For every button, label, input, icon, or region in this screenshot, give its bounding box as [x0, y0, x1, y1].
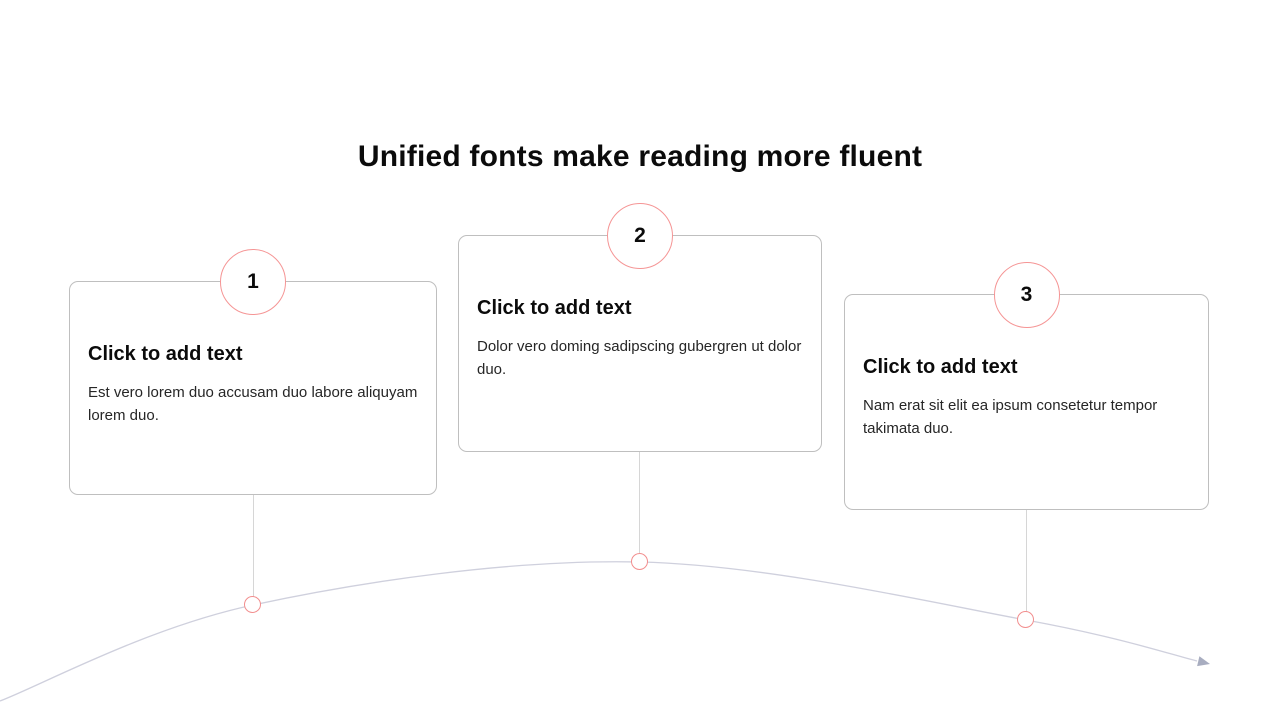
timeline-arc-path: [0, 561, 1198, 702]
step-heading-1[interactable]: Click to add text: [88, 343, 243, 365]
step-card-3[interactable]: 3 Click to add text Nam erat sit elit ea…: [844, 262, 1209, 510]
timeline-node-1: [244, 596, 261, 613]
arrowhead-icon: [1197, 656, 1210, 667]
step-number-3: 3: [1020, 283, 1033, 306]
step-body-2[interactable]: Dolor vero doming sadipscing gubergren u…: [477, 338, 802, 378]
timeline-node-3: [1017, 611, 1034, 628]
step-number-badge-2[interactable]: 2: [607, 203, 673, 269]
step-number-badge-3[interactable]: 3: [993, 262, 1060, 328]
step-card-1[interactable]: 1 Click to add text Est vero lorem duo a…: [69, 249, 437, 495]
slide-title[interactable]: Unified fonts make reading more fluent: [357, 140, 923, 173]
step-number-1: 1: [247, 270, 259, 293]
step-body-1[interactable]: Est vero lorem duo accusam duo labore al…: [88, 384, 418, 424]
step-heading-2[interactable]: Click to add text: [477, 297, 632, 319]
connector-line-2: [639, 452, 640, 553]
step-card-2[interactable]: 2 Click to add text Dolor vero doming sa…: [458, 203, 822, 452]
step-heading-3[interactable]: Click to add text: [863, 356, 1018, 378]
timeline-node-2: [631, 553, 648, 570]
step-body-3[interactable]: Nam erat sit elit ea ipsum consetetur te…: [863, 397, 1158, 437]
connector-line-1: [253, 495, 254, 597]
step-number-badge-1[interactable]: 1: [220, 249, 286, 315]
step-number-2: 2: [634, 224, 646, 247]
connector-line-3: [1026, 510, 1027, 612]
